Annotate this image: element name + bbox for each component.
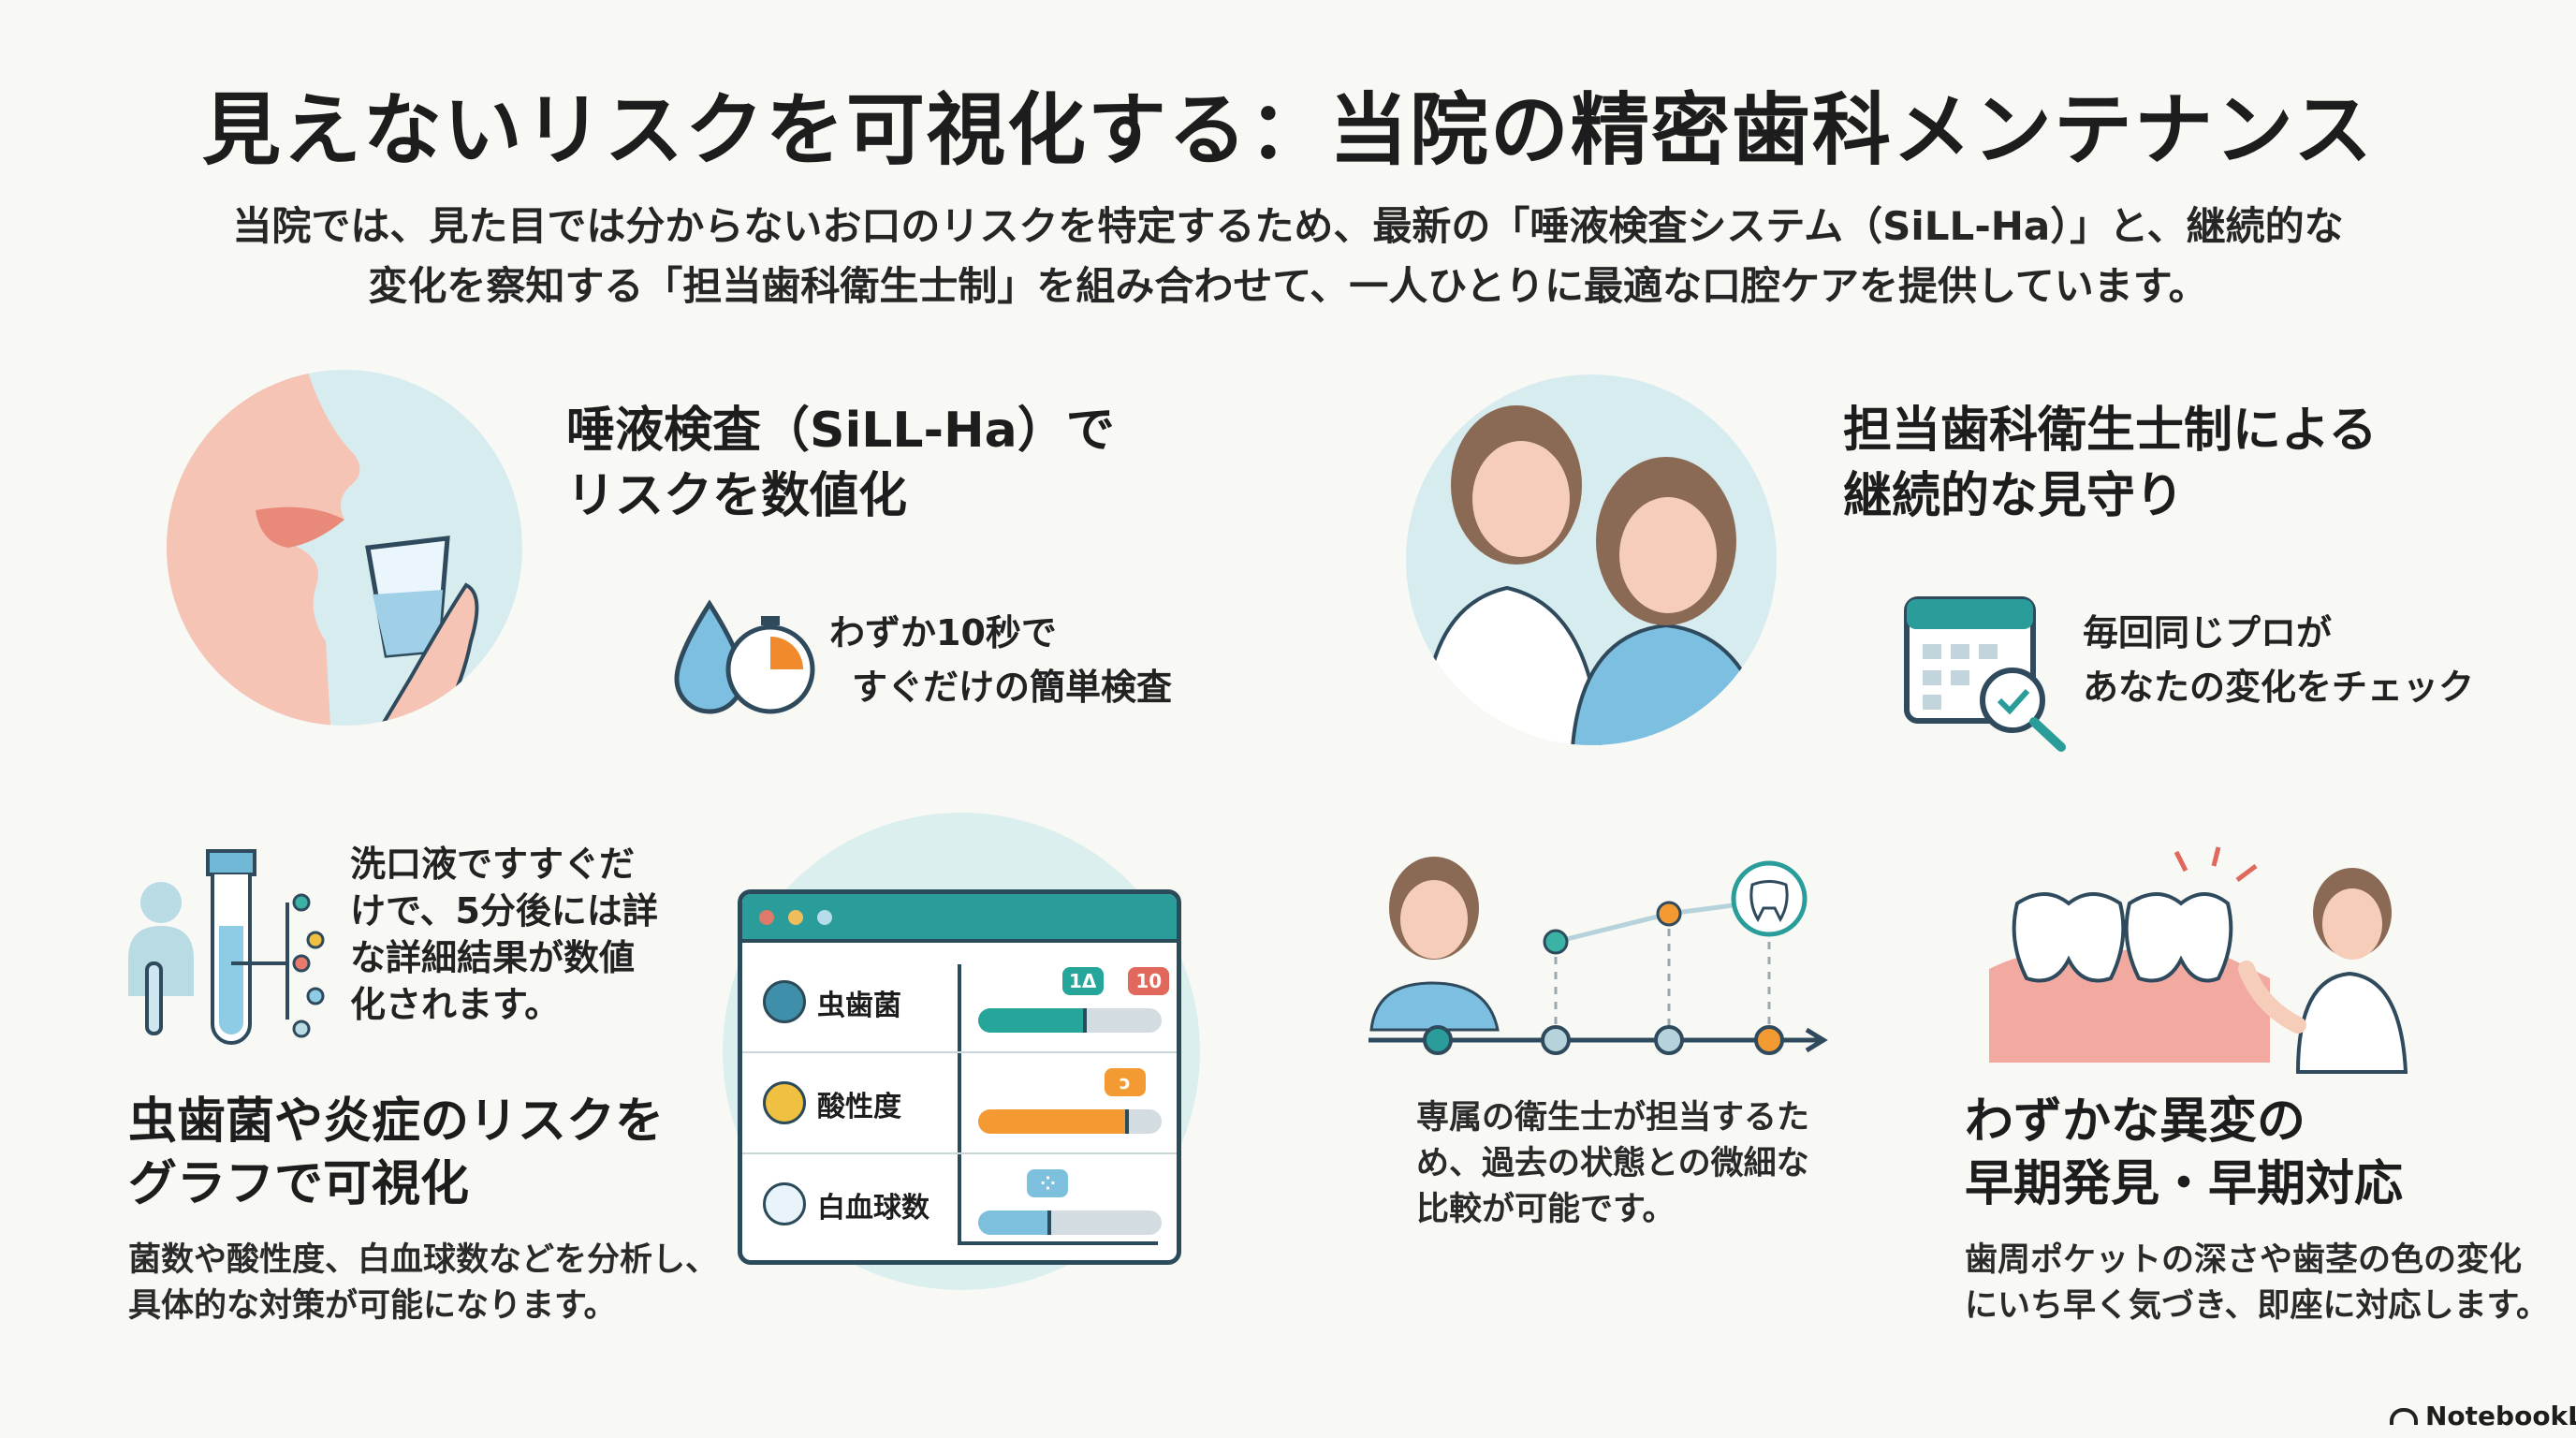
metric-icon bbox=[763, 1081, 806, 1124]
dashboard-row: 酸性度 ɔ bbox=[742, 1051, 1177, 1154]
timeline-illustration bbox=[1368, 857, 1828, 1055]
early-body-2: にいち早く気づき、即座に対応します。 bbox=[1965, 1287, 2550, 1325]
test-tube-note-line: 化されます。 bbox=[350, 984, 561, 1025]
dashboard-axis-v bbox=[958, 964, 961, 1245]
dashboard-row: 虫歯菌 1Δ 10 bbox=[742, 950, 1177, 1053]
page-title: 見えないリスクを可視化する：当院の精密歯科メンテナンス bbox=[201, 84, 2375, 176]
gum-check-illustration bbox=[1989, 846, 2408, 1074]
metric-tag: 1Δ bbox=[1061, 967, 1104, 995]
timeline-note-line: 専属の衛生士が担当するた bbox=[1416, 1099, 1810, 1137]
hygienist-patient-illustration bbox=[1406, 374, 1777, 745]
graph-body-2: 具体的な対策が可能になります。 bbox=[128, 1287, 617, 1325]
early-body-1: 歯周ポケットの深さや歯茎の色の変化 bbox=[1965, 1241, 2523, 1279]
dashboard-axis-h bbox=[958, 1241, 1158, 1245]
window-dot-yellow bbox=[788, 910, 803, 925]
window-titlebar bbox=[742, 894, 1177, 943]
dashboard-row: 白血球数 ⁘ bbox=[742, 1152, 1177, 1254]
brand-label: NotebookLM bbox=[2425, 1401, 2576, 1431]
calendar-check-icon bbox=[1904, 596, 2066, 752]
metric-tag: 10 bbox=[1128, 967, 1170, 995]
saliva-test-illustration bbox=[167, 370, 522, 726]
saliva-heading-1: 唾液検査（SiLL-Ha）で bbox=[566, 403, 1115, 459]
metric-bar-track bbox=[978, 1008, 1162, 1033]
test-tube-note-line: 洗口液ですすぐだ bbox=[350, 844, 636, 885]
notebooklm-logo-icon bbox=[2390, 1407, 2418, 1425]
window-dot-red bbox=[759, 910, 774, 925]
window-dot-blue bbox=[817, 910, 832, 925]
early-heading-1: わずかな異変の bbox=[1965, 1093, 2306, 1150]
timeline-note-line: 比較が可能です。 bbox=[1416, 1191, 1676, 1228]
test-tube-note-line: な詳細結果が数値 bbox=[350, 937, 636, 978]
metric-bar-fill bbox=[978, 1109, 1129, 1134]
graph-body-1: 菌数や酸性度、白血球数などを分析し、 bbox=[128, 1241, 719, 1279]
graph-heading-1: 虫歯菌や炎症のリスクを bbox=[128, 1093, 665, 1150]
early-heading-2: 早期発見・早期対応 bbox=[1965, 1156, 2404, 1212]
hygienist-feature-1: 毎回同じプロが bbox=[2083, 612, 2333, 653]
saliva-feature-2: すぐだけの簡単検査 bbox=[852, 667, 1173, 708]
notebooklm-brand: NotebookLM bbox=[2390, 1401, 2576, 1431]
test-tube-note: 洗口液ですすぐだ けで、5分後には詳 な詳細結果が数値 化されます。 bbox=[350, 841, 658, 1028]
hygienist-heading-1: 担当歯科衛生士制による bbox=[1843, 403, 2378, 459]
drop-timer-icon bbox=[674, 599, 815, 714]
metric-bar-track bbox=[978, 1211, 1162, 1235]
metric-label: 白血球数 bbox=[817, 1192, 929, 1225]
metric-bar-track bbox=[978, 1109, 1162, 1134]
metric-label: 酸性度 bbox=[817, 1091, 901, 1123]
hygienist-heading-2: 継続的な見守り bbox=[1843, 468, 2185, 524]
metric-icon bbox=[763, 1182, 806, 1225]
test-tube-note-line: けで、5分後には詳 bbox=[350, 890, 658, 932]
metric-icon bbox=[763, 980, 806, 1023]
metric-tag: ⁘ bbox=[1027, 1169, 1069, 1197]
saliva-heading-2: リスクを数値化 bbox=[566, 468, 908, 524]
test-tube-illustration bbox=[128, 849, 325, 1045]
metric-tag: ɔ bbox=[1104, 1068, 1146, 1096]
metric-bar-fill bbox=[978, 1008, 1087, 1033]
intro-line-1: 当院では、見た目では分からないお口のリスクを特定するため、最新の「唾液検査システ… bbox=[232, 203, 2344, 249]
intro-line-2: 変化を察知する「担当歯科衛生士制」を組み合わせて、一人ひとりに最適な口腔ケアを提… bbox=[368, 263, 2208, 309]
hygienist-feature-2: あなたの変化をチェック bbox=[2083, 667, 2475, 708]
timeline-note-line: め、過去の状態との微細な bbox=[1416, 1145, 1809, 1182]
metric-bar-fill bbox=[978, 1211, 1052, 1235]
graph-heading-2: グラフで可視化 bbox=[128, 1156, 470, 1212]
dashboard-window: 虫歯菌 1Δ 10 酸性度 ɔ 白血球数 ⁘ bbox=[738, 889, 1181, 1265]
saliva-feature-1: わずか10秒で bbox=[829, 612, 1057, 653]
metric-label: 虫歯菌 bbox=[817, 990, 901, 1022]
timeline-note: 専属の衛生士が担当するた め、過去の状態との微細な 比較が可能です。 bbox=[1416, 1095, 1809, 1233]
